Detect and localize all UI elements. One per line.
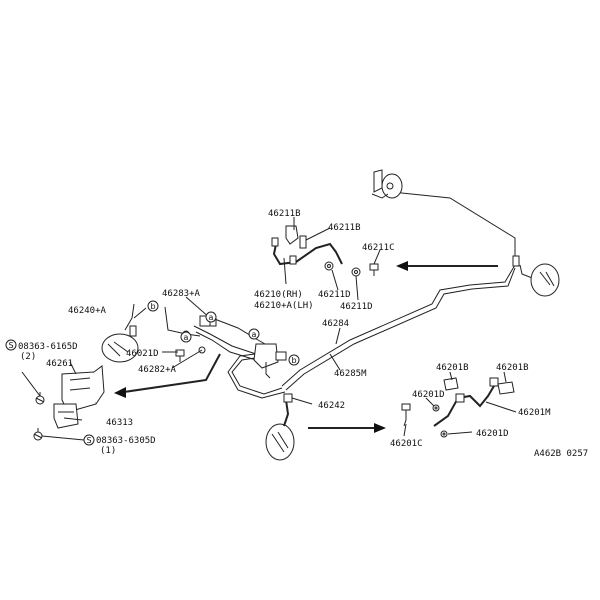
arrow-to-bracket: [123, 353, 221, 393]
direction-arrows: [114, 261, 498, 433]
front-hose-46210-assembly: [271, 225, 379, 277]
label-08363-6305D-qty: (1): [100, 446, 116, 456]
arrow-head-icon: [396, 261, 408, 271]
label-46283A: 46283+A: [162, 289, 201, 299]
screw-symbol-icon: [5, 339, 17, 351]
label-46021D: 46021D: [126, 349, 159, 359]
label-46201B-b: 46201B: [496, 363, 529, 373]
callout-a-1: [147, 300, 159, 312]
label-46284: 46284: [322, 319, 349, 329]
label-46201D-b: 46201D: [476, 429, 509, 439]
label-46201C: 46201C: [390, 439, 423, 449]
svg-text:S: S: [87, 436, 92, 445]
label-46201B-a: 46201B: [436, 363, 469, 373]
bolt-46021D: [175, 349, 185, 362]
label-46211D-a: 46211D: [318, 290, 351, 300]
label-46201D-a: 46201D: [412, 390, 445, 400]
rear-left-hose-assembly: [265, 393, 295, 461]
svg-text:S: S: [9, 341, 14, 350]
bracket-46261-assembly: [33, 365, 105, 441]
svg-text:a: a: [184, 333, 189, 342]
label-46313: 46313: [106, 418, 133, 428]
label-46210-lh: 46210+A(LH): [254, 301, 314, 311]
label-46282A: 46282+A: [138, 365, 177, 375]
part-labels: 46211B 46211B 46211C 46210(RH) 46210+A(L…: [5, 209, 588, 459]
label-46201M: 46201M: [518, 408, 551, 418]
callout-a-2: [205, 311, 217, 323]
svg-text:b: b: [151, 302, 156, 311]
front-left-hose-assembly: [101, 315, 217, 363]
label-46210-rh: 46210(RH): [254, 290, 303, 300]
label-46211B-a: 46211B: [268, 209, 301, 219]
brake-pipe-runs: [124, 191, 516, 399]
svg-text:a: a: [252, 330, 257, 339]
label-08363-6165D-qty: (2): [20, 352, 36, 362]
svg-text:a: a: [209, 313, 214, 322]
label-46211D-b: 46211D: [340, 302, 373, 312]
label-46240A: 46240+A: [68, 306, 107, 316]
junction-block: [253, 343, 287, 379]
label-46261: 46261: [46, 359, 73, 369]
rear-right-hose-assembly: [512, 255, 560, 297]
callouts: b a a a b: [147, 300, 300, 366]
callout-b-1: [288, 354, 300, 366]
label-46211C: 46211C: [362, 243, 395, 253]
label-08363-6305D: 08363-6305D: [96, 436, 156, 446]
label-46285M: 46285M: [334, 369, 367, 379]
label-46242: 46242: [318, 401, 345, 411]
label-46211B-b: 46211B: [328, 223, 361, 233]
rear-hose-46201-assembly: [401, 377, 515, 438]
arrow-head-icon: [374, 423, 386, 433]
leader-lines: [21, 217, 517, 441]
screw-symbol-icon: [83, 434, 95, 446]
reference-code: A462B 0257: [534, 449, 588, 459]
svg-text:b: b: [292, 356, 297, 365]
upper-bracket: [371, 169, 403, 199]
label-08363-6165D: 08363-6165D: [18, 342, 78, 352]
callout-a-3: [180, 331, 192, 343]
arrow-head-icon: [114, 387, 126, 398]
callout-a-4: [248, 328, 260, 340]
